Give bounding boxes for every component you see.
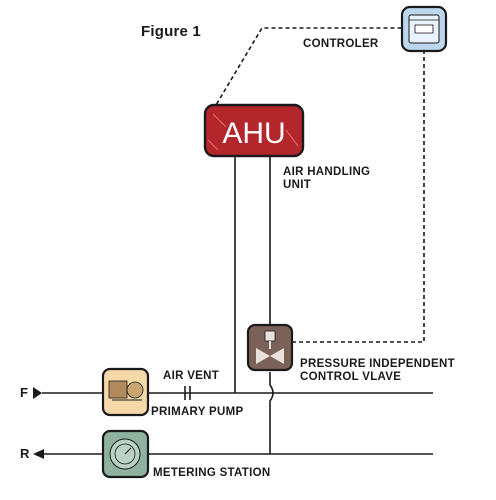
ahu-unit: AHU (203, 103, 305, 158)
supply-label: F (20, 385, 28, 400)
valve-icon (246, 323, 294, 372)
return-label: R (20, 446, 30, 461)
control-wire-ahu (212, 27, 402, 111)
ahu-caption: AIR HANDLING UNIT (283, 166, 371, 191)
meter-icon (101, 429, 150, 479)
air-vent-symbol (184, 386, 191, 400)
valve-caption: PRESSURE INDEPENDENT CONTROL VLAVE (300, 358, 455, 383)
pump-caption: PRIMARY PUMP (151, 406, 244, 418)
figure-title: Figure 1 (141, 23, 201, 40)
ahu-text: AHU (222, 117, 285, 150)
ahu-return-riser (269, 155, 274, 454)
control-wire-valve (290, 50, 425, 343)
metering-caption: METERING STATION (153, 467, 271, 479)
supply-arrow (33, 387, 42, 399)
return-arrow (33, 449, 44, 459)
controller-icon (400, 5, 448, 53)
controller-label: CONTROLER (303, 38, 379, 50)
air-vent-caption: AIR VENT (163, 370, 220, 382)
pump-icon (101, 367, 150, 417)
